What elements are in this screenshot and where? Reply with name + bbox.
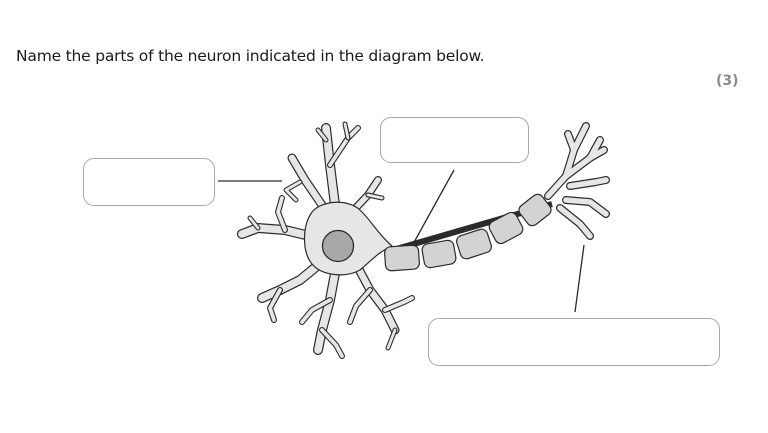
leader-line-bottom <box>574 244 585 313</box>
marks-label: (3) <box>716 73 739 89</box>
answer-box-left[interactable] <box>83 158 215 206</box>
nucleus <box>321 229 355 263</box>
myelin-sheath <box>384 193 552 272</box>
axon <box>384 193 553 272</box>
leader-lines <box>218 169 585 313</box>
axon-terminals <box>544 122 610 240</box>
dendrites <box>237 121 415 359</box>
answer-box-bottom[interactable] <box>428 318 720 366</box>
answer-box-top[interactable] <box>380 117 529 163</box>
question-text: Name the parts of the neuron indicated i… <box>16 47 485 65</box>
leader-line-top <box>411 169 455 247</box>
cell-body <box>237 121 415 359</box>
